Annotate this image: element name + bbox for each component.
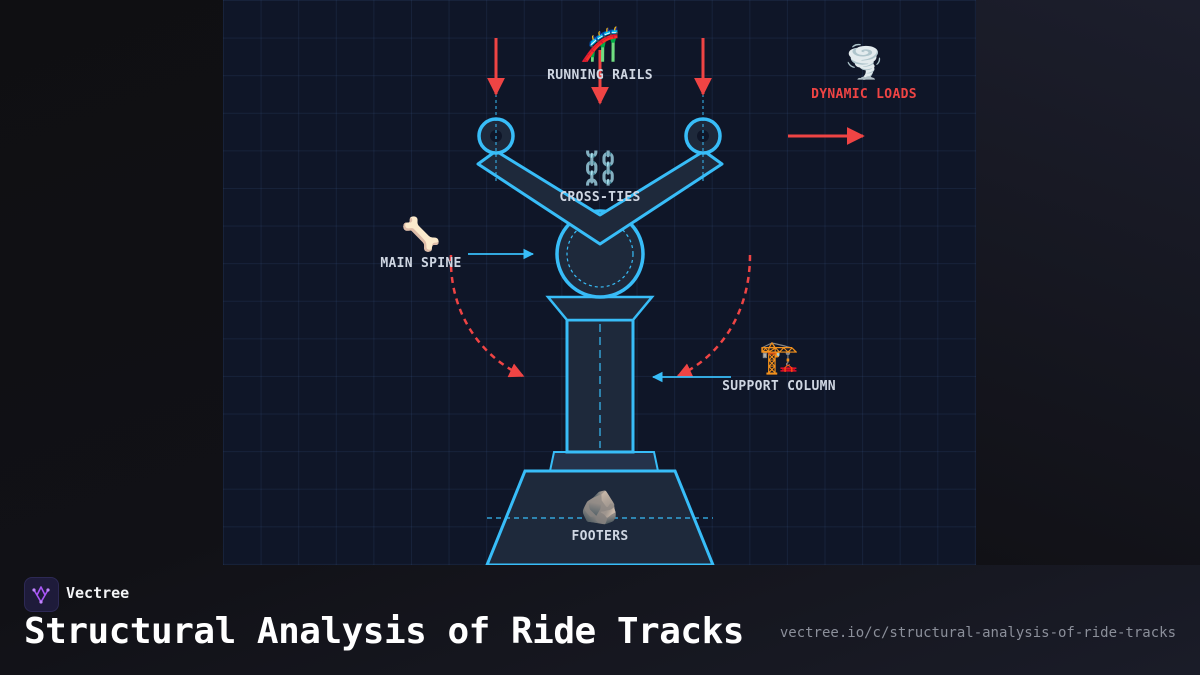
footer-base <box>485 451 715 565</box>
diagram-panel: 🎢 🌪️ ⛓️ 🦴 🏗️ 🪨 RUNNING RAILS DYNAMIC LOA… <box>223 0 976 565</box>
main-spine-label: MAIN SPINE <box>380 256 462 271</box>
rock-icon: 🪨 <box>580 488 620 526</box>
sway-arc-left <box>449 254 525 378</box>
roller-coaster-icon: 🎢 <box>580 25 620 63</box>
footers-label: FOOTERS <box>571 529 629 544</box>
load-arrows-vertical <box>487 38 712 105</box>
diagram-svg <box>449 38 865 565</box>
background-right <box>976 0 1200 565</box>
rail-left <box>477 40 515 182</box>
crane-icon: 🏗️ <box>759 338 799 376</box>
main-spine-shape <box>555 209 645 299</box>
bone-icon: 🦴 <box>401 215 441 253</box>
running-rails-label: RUNNING RAILS <box>547 68 653 83</box>
sway-arc-right <box>676 254 752 378</box>
page-title: Structural Analysis of Ride Tracks <box>24 611 744 652</box>
cross-ties-label: CROSS-TIES <box>559 190 641 205</box>
page-url-link[interactable]: vectree.io/c/structural-analysis-of-ride… <box>779 625 1176 641</box>
tornado-icon: 🌪️ <box>844 43 884 81</box>
rail-right <box>684 40 722 182</box>
chain-icon: ⛓️ <box>580 149 620 187</box>
footer-bar: Vectree Structural Analysis of Ride Trac… <box>0 565 1200 675</box>
vectree-logo-icon <box>24 577 59 612</box>
brand-name: Vectree <box>66 584 130 602</box>
support-column-shape <box>545 295 655 454</box>
support-column-label: SUPPORT COLUMN <box>722 379 836 394</box>
dynamic-loads-label: DYNAMIC LOADS <box>811 87 917 102</box>
